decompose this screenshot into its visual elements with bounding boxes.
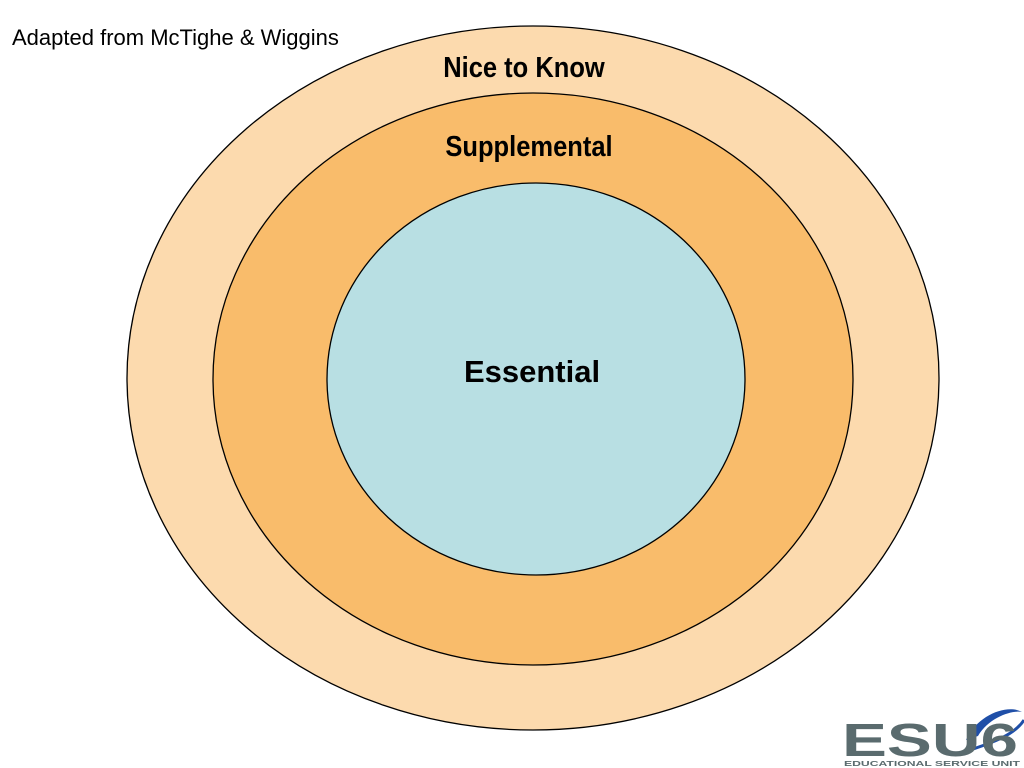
esu6-logo: ESU6 EDUCATIONAL SERVICE UNIT [842, 709, 1024, 768]
label-nice-to-know: Nice to Know [443, 50, 605, 83]
logo-swoosh-outline-icon [969, 719, 1024, 752]
logo-swoosh-icon [966, 709, 1022, 740]
logo-tagline: EDUCATIONAL SERVICE UNIT [844, 759, 1021, 768]
label-supplemental: Supplemental [445, 129, 612, 162]
ring-inner-essential [326, 182, 746, 576]
source-credit: Adapted from McTighe & Wiggins [12, 25, 339, 50]
logo-wordmark: ESU6 [842, 714, 1018, 766]
label-essential: Essential [464, 354, 600, 389]
